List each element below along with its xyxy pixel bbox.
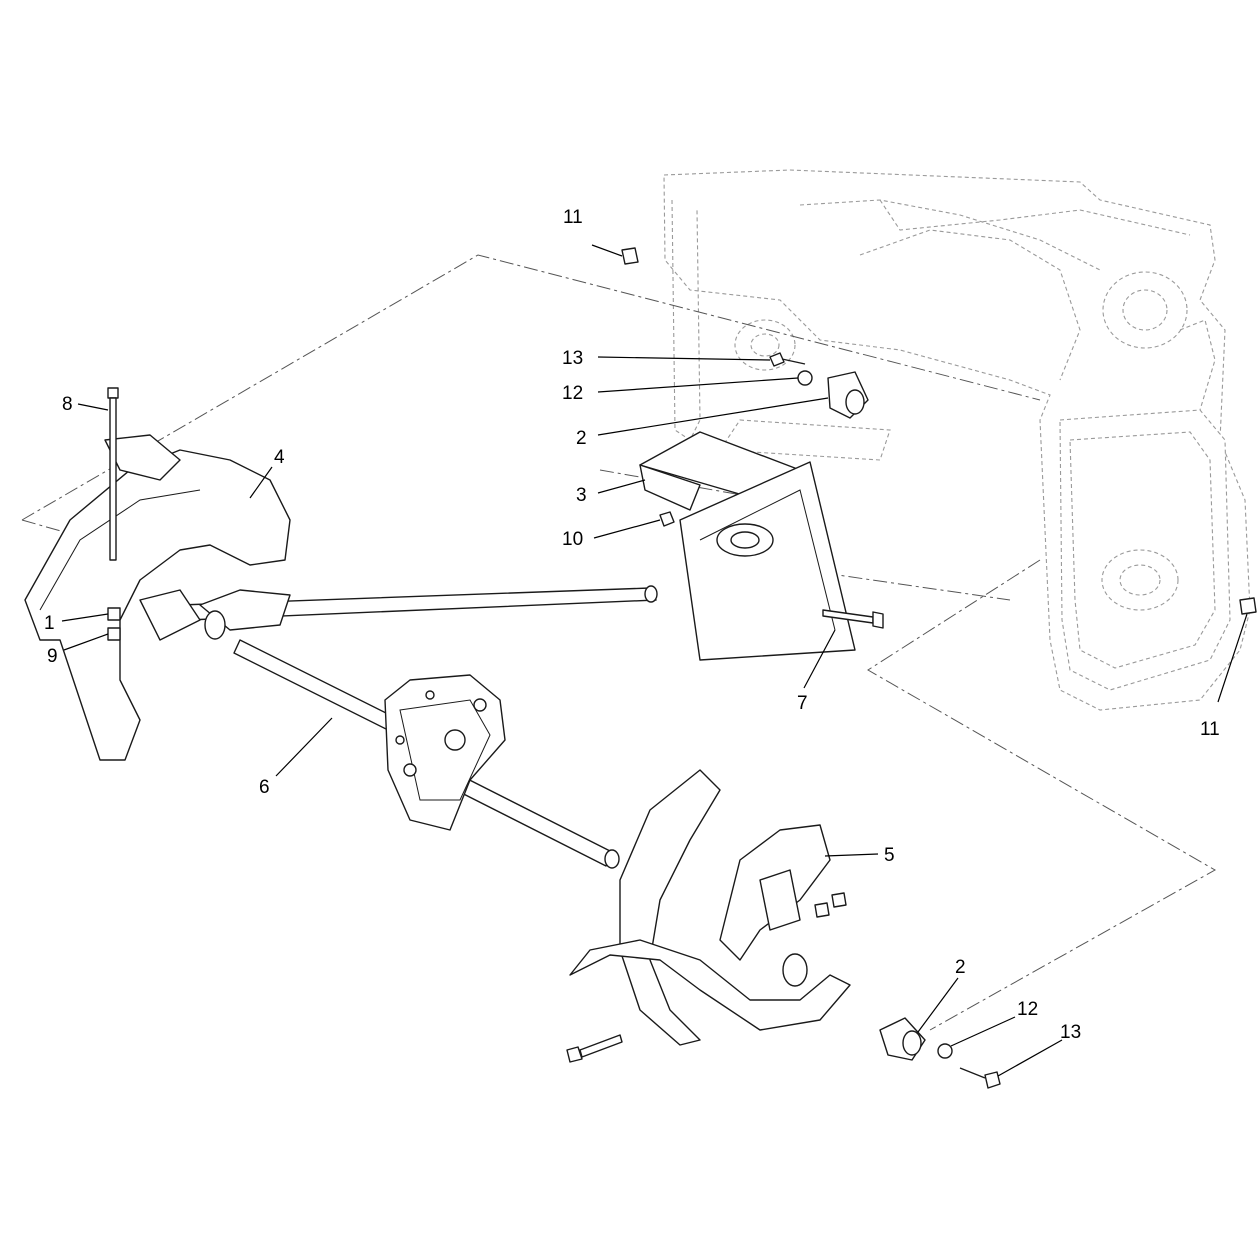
leader-6 bbox=[275, 717, 333, 777]
callout-2-upper: 2 bbox=[576, 428, 587, 449]
gearbox bbox=[384, 674, 506, 831]
callout-11-upper: 11 bbox=[563, 207, 583, 228]
callout-12-upper: 12 bbox=[562, 383, 583, 404]
leader-10 bbox=[593, 519, 661, 539]
leader-2-upper bbox=[597, 397, 829, 436]
callout-leaders bbox=[61, 244, 1248, 1077]
leader-5 bbox=[824, 853, 879, 857]
callout-12-lower: 12 bbox=[1017, 999, 1038, 1020]
hardware bbox=[107, 247, 1257, 1089]
leader-11-lower bbox=[1217, 613, 1248, 703]
leader-7 bbox=[803, 629, 836, 689]
leader-13-lower bbox=[997, 1039, 1063, 1077]
callout-13-lower: 13 bbox=[1060, 1022, 1081, 1043]
leader-4 bbox=[249, 466, 273, 499]
leader-8 bbox=[77, 403, 109, 411]
leader-2-lower bbox=[917, 977, 959, 1033]
callout-6: 6 bbox=[259, 777, 270, 798]
impeller bbox=[639, 431, 856, 661]
left-auger bbox=[24, 434, 291, 761]
right-auger bbox=[569, 769, 851, 1046]
callout-3: 3 bbox=[576, 485, 587, 506]
callout-13-upper: 13 bbox=[562, 348, 583, 369]
callout-8: 8 bbox=[62, 394, 73, 415]
callout-labels: 1 2 2 3 4 5 6 7 8 9 10 11 11 12 12 13 13 bbox=[44, 207, 1220, 1043]
callout-5: 5 bbox=[884, 845, 895, 866]
leader-1 bbox=[61, 613, 109, 622]
callout-7: 7 bbox=[797, 693, 808, 714]
callout-4: 4 bbox=[274, 447, 285, 468]
leader-12-upper bbox=[597, 377, 799, 393]
leader-13-upper bbox=[597, 356, 771, 361]
leader-12-lower bbox=[950, 1016, 1016, 1047]
phantom-alignment-lines bbox=[21, 254, 1217, 1031]
leader-3 bbox=[597, 479, 646, 494]
auger-housing-phantom bbox=[663, 169, 1251, 711]
leader-11-upper bbox=[591, 244, 623, 257]
callout-11-lower: 11 bbox=[1200, 719, 1220, 740]
callout-10: 10 bbox=[562, 529, 583, 550]
leader-9 bbox=[63, 633, 109, 651]
callout-9: 9 bbox=[47, 646, 58, 667]
callout-2-lower: 2 bbox=[955, 957, 966, 978]
callout-1: 1 bbox=[44, 613, 55, 634]
